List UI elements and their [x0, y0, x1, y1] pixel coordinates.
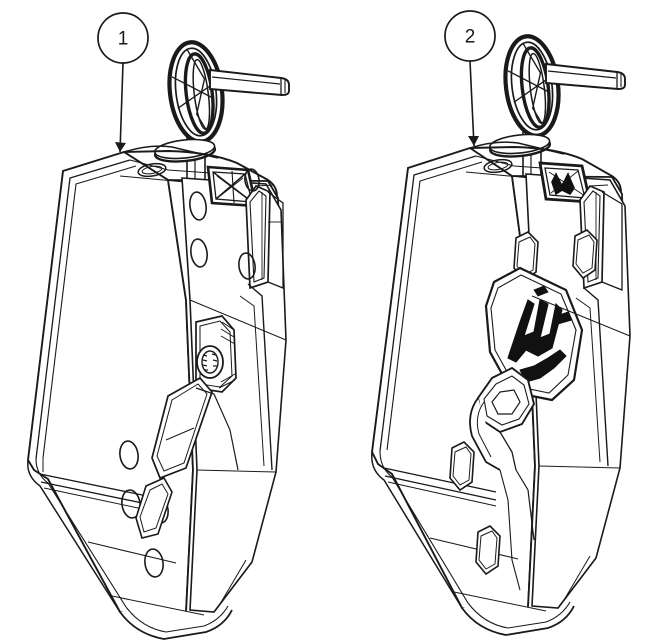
knurled-cylinder-left[interactable]: [195, 315, 237, 393]
key-head-left[interactable]: [164, 39, 289, 188]
face-plate-right[interactable]: [449, 161, 631, 609]
callout-1-circle: [97, 12, 149, 64]
callout-2-leader: [469, 60, 475, 147]
logo-panel-right: [484, 266, 584, 402]
callout-1-label: 1: [118, 29, 129, 50]
raised-strip-left: [245, 184, 271, 290]
top-loop-left: [137, 162, 167, 178]
callout-1-arrow: [115, 142, 126, 152]
callout-2-label: 2: [465, 27, 476, 48]
latch-arm-right[interactable]: [469, 366, 536, 471]
assembly-2[interactable]: 2: [371, 10, 631, 636]
hex-pads-right: [449, 229, 598, 576]
callout-1[interactable]: 1: [97, 12, 149, 153]
top-loop-right: [483, 158, 513, 174]
marking-recess-right: [538, 161, 592, 204]
assembly-1[interactable]: 1: [27, 12, 289, 640]
callout-1-leader: [119, 62, 124, 153]
callout-2[interactable]: 2: [444, 10, 496, 147]
callout-2-arrow: [468, 136, 479, 146]
face-plate-left[interactable]: [118, 165, 287, 613]
key-head-right[interactable]: [500, 33, 625, 182]
rect-pad-left: [135, 476, 173, 539]
latch-lever-left[interactable]: [151, 376, 213, 480]
callout-2-circle: [444, 10, 496, 62]
